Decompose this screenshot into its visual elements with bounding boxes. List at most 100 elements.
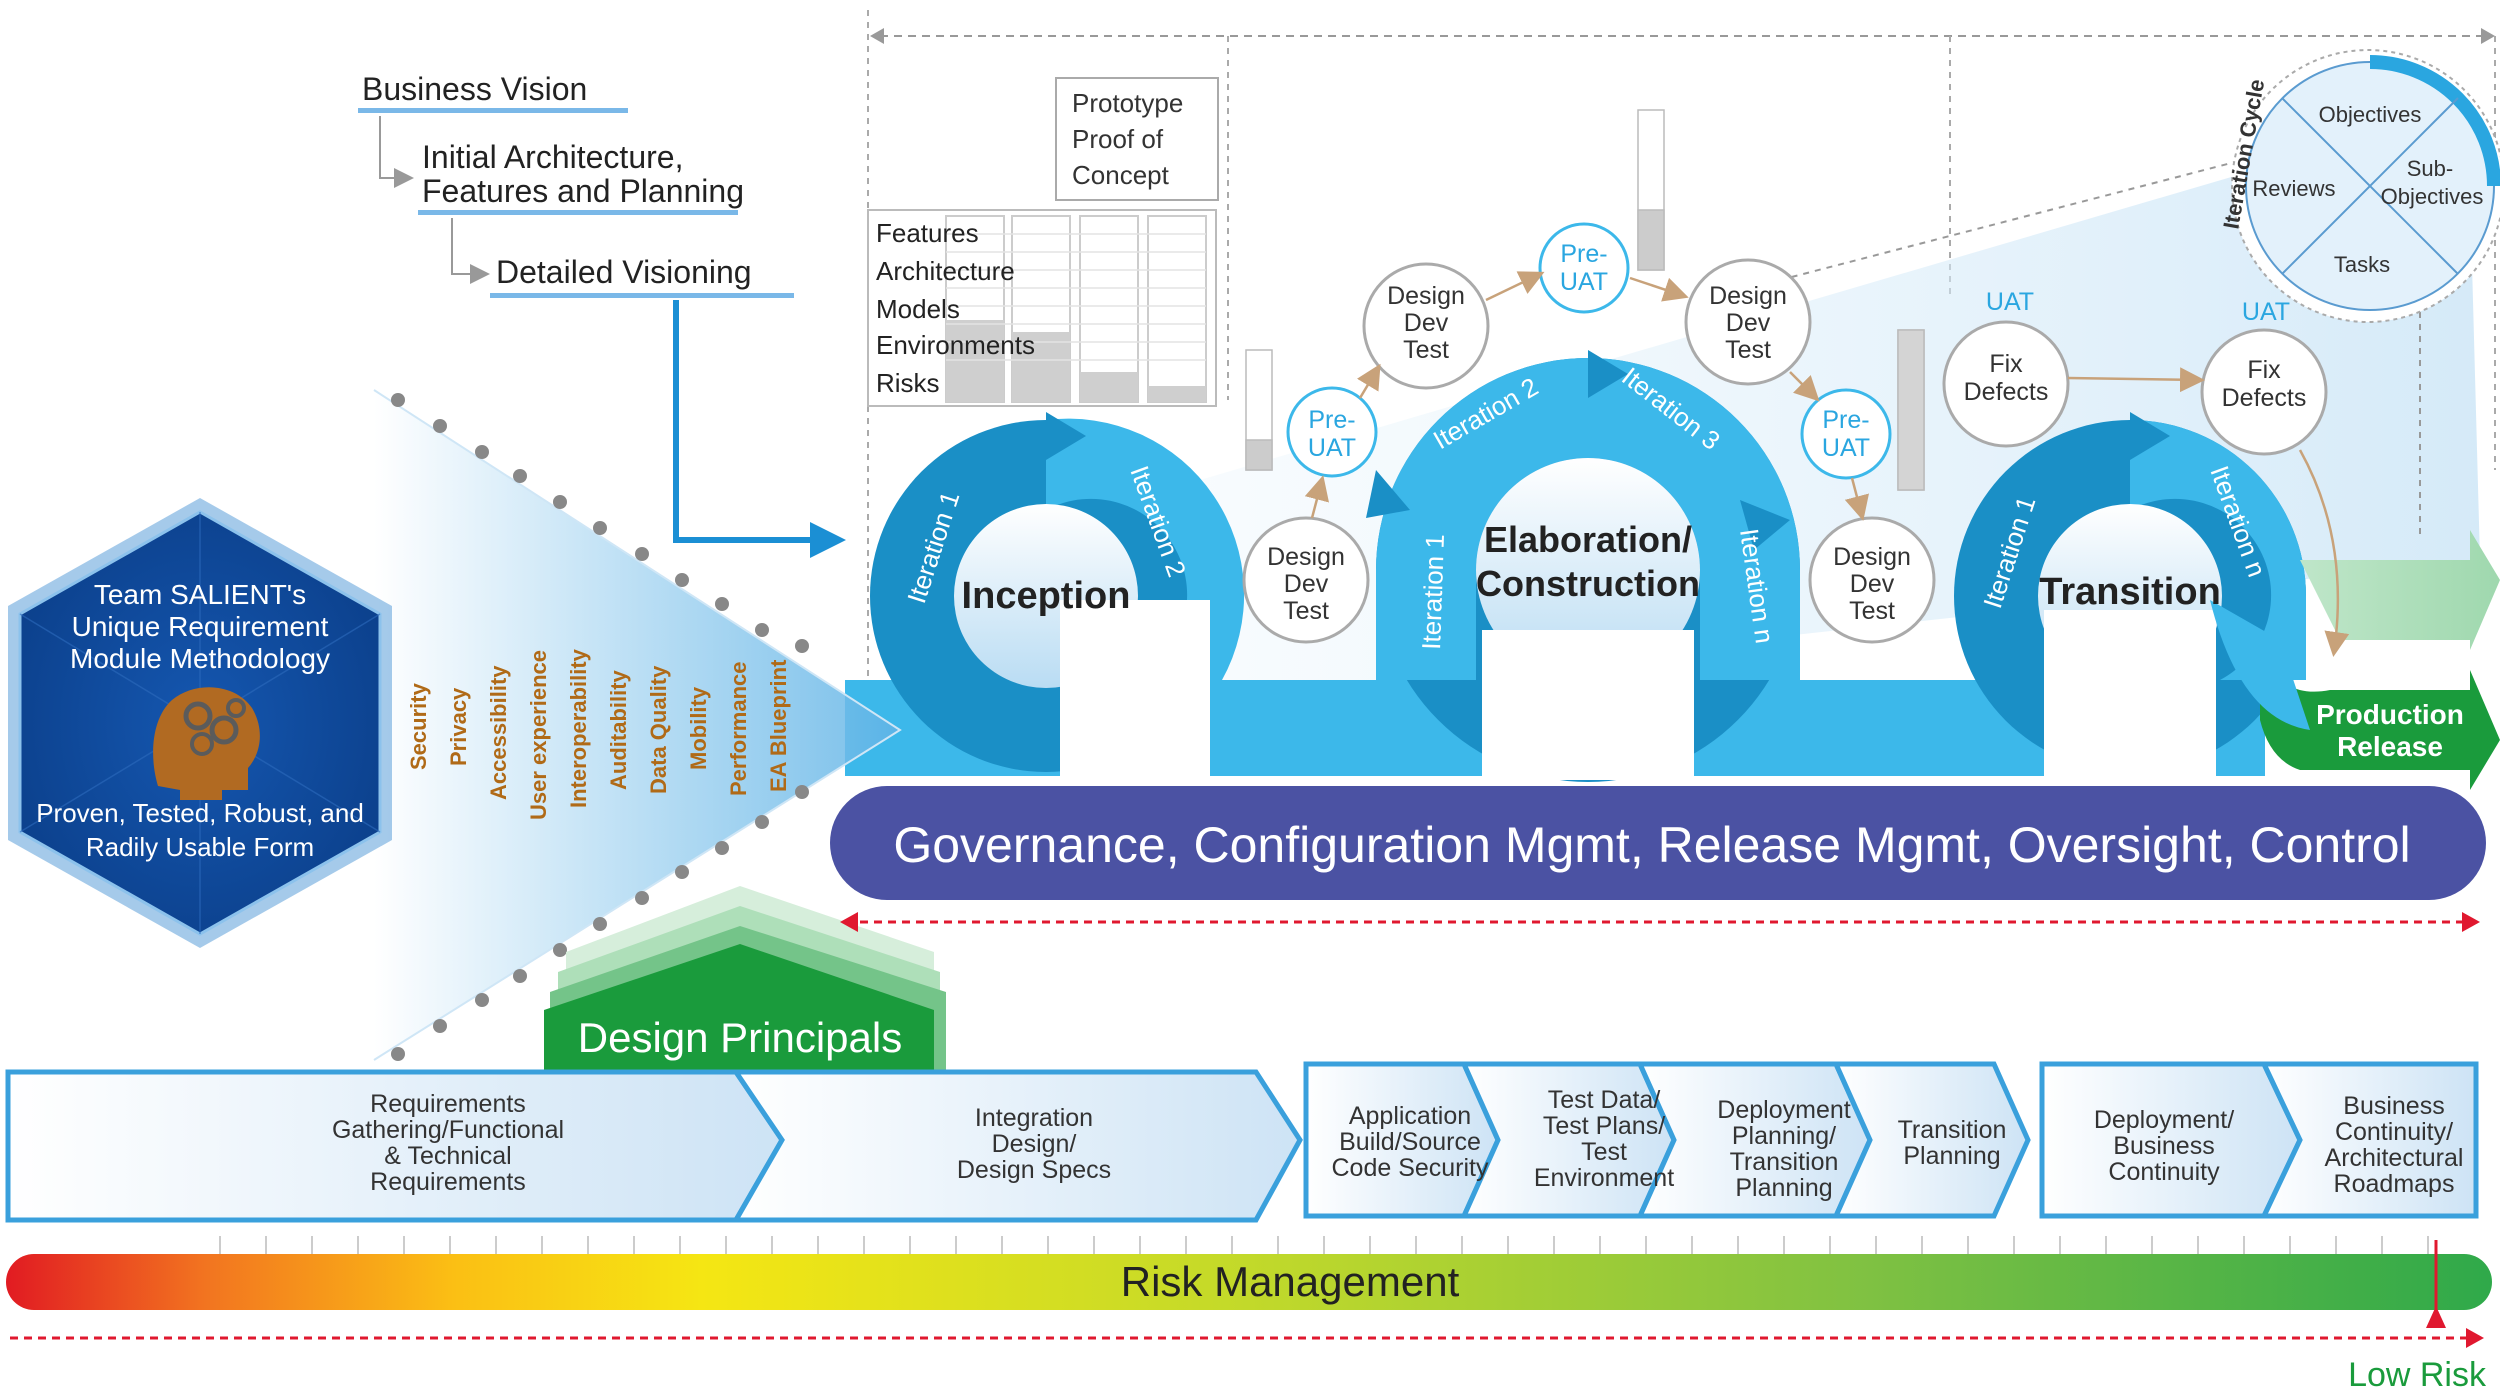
progress-stack-2 [1637,109,1665,271]
svg-text:Module Methodology: Module Methodology [70,643,330,674]
principle-user-experience: User experience [526,650,551,820]
elaboration-core [1476,458,1700,682]
progress-stack-1 [1245,349,1273,471]
svg-text:Transition: Transition [1898,1116,2007,1144]
svg-text:Transition: Transition [1730,1148,1839,1176]
elab-iteration-1: Iteration 1 [1416,534,1450,651]
svg-text:Objectives: Objectives [2381,184,2484,209]
principle-accessibility: Accessibility [486,665,511,800]
svg-text:UAT: UAT [1560,268,1608,296]
governance-bar: Governance, Configuration Mgmt, Release … [830,786,2486,900]
svg-text:Reviews: Reviews [2252,176,2335,201]
principle-auditability: Auditability [606,669,631,790]
progress-stack-3 [1897,329,1925,491]
svg-text:Objectives: Objectives [2319,102,2422,127]
governance-label: Governance, Configuration Mgmt, Release … [893,817,2410,873]
svg-text:Design Specs: Design Specs [957,1156,1111,1184]
step-business-continuity [2260,1061,2479,1219]
step-transition-planning [1832,1061,2031,1219]
svg-text:Unique Requirement: Unique Requirement [72,611,329,642]
principle-interoperability: Interoperability [566,648,591,808]
svg-text:Defects: Defects [2222,384,2307,412]
svg-text:Test Data/: Test Data/ [1548,1086,1661,1114]
svg-text:Business: Business [2343,1092,2444,1120]
svg-text:Dev: Dev [1404,309,1449,337]
brain-head-icon [153,687,260,800]
principle-ea-blueprint: EA Blueprint [766,659,791,792]
svg-text:UAT: UAT [1822,434,1870,462]
svg-text:Dev: Dev [1284,570,1329,598]
svg-text:Test: Test [1283,597,1329,625]
svg-text:Fix: Fix [2247,356,2281,384]
svg-text:Proof of: Proof of [1072,124,1164,154]
svg-text:Fix: Fix [1989,350,2023,378]
principle-performance: Performance [726,661,751,796]
svg-text:Concept: Concept [1072,160,1170,190]
svg-text:Gathering/Functional: Gathering/Functional [332,1116,564,1144]
svg-text:Prototype: Prototype [1072,88,1183,118]
svg-text:Defects: Defects [1964,378,2049,406]
principle-mobility: Mobility [686,686,711,770]
svg-text:Pre-: Pre- [1822,406,1869,434]
svg-text:Test: Test [1849,597,1895,625]
mini-cycles: Design Dev Test Design Dev Test Design D… [1242,222,2350,657]
principle-security: Security [406,682,431,770]
svg-text:Planning: Planning [1735,1174,1832,1202]
svg-text:Integration: Integration [975,1104,1093,1132]
svg-text:Dev: Dev [1726,309,1771,337]
initial-architecture-line-2: Features and Planning [422,173,744,209]
table-row-features: Features [876,218,979,248]
elaboration-label-line-1: Elaboration/ [1484,519,1692,560]
methodology-hexagon: Team SALIENT's Unique Requirement Module… [8,498,392,948]
initial-architecture-line-1: Initial Architecture, [422,139,683,175]
svg-text:Design: Design [1387,282,1465,310]
svg-text:Planning: Planning [1903,1142,2000,1170]
svg-text:Environment: Environment [1534,1164,1674,1192]
svg-text:Test: Test [1403,336,1449,364]
svg-text:Continuity: Continuity [2108,1158,2220,1186]
svg-text:Test Plans/: Test Plans/ [1543,1112,1665,1140]
step-integration [731,1069,1303,1223]
svg-text:Design: Design [1709,282,1787,310]
design-principals-block: Design Principals [544,886,946,1070]
production-release-line-1: Production [2316,699,2464,730]
process-step-labels: Requirements Gathering/Functional & Tech… [332,1086,2464,1202]
elaboration-label-line-2: Construction [1476,563,1700,604]
svg-text:Test: Test [1725,336,1771,364]
svg-text:Pre-: Pre- [1308,406,1355,434]
svg-text:Radily Usable Form: Radily Usable Form [86,832,314,862]
svg-text:Application: Application [1349,1102,1471,1130]
table-row-risks: Risks [876,368,940,398]
svg-text:Architectural: Architectural [2325,1144,2464,1172]
svg-text:& Technical: & Technical [384,1142,511,1170]
svg-text:Tasks: Tasks [2334,252,2390,277]
principle-privacy: Privacy [446,687,471,766]
business-vision-label: Business Vision [362,71,587,107]
table-row-architecture: Architecture [876,256,1015,286]
design-principals-label: Design Principals [578,1014,902,1061]
table-row-environments: Environments [876,330,1035,360]
visioning-cascade: Business Vision Initial Architecture, Fe… [358,71,846,558]
risk-management-label: Risk Management [1121,1258,1460,1305]
svg-text:Deployment/: Deployment/ [2094,1106,2234,1134]
svg-text:Pre-: Pre- [1560,240,1607,268]
planning-table: Features Architecture Models Environment… [867,209,1217,407]
inception-label: Inception [962,575,1131,617]
svg-text:Build/Source: Build/Source [1339,1128,1481,1156]
svg-text:Continuity/: Continuity/ [2335,1118,2453,1146]
svg-text:Requirements: Requirements [370,1090,526,1118]
principle-data-quality: Data Quality [646,665,671,794]
svg-text:Roadmaps: Roadmaps [2334,1170,2455,1198]
governance-span-arrow [840,912,2480,932]
production-release-arrow: Production Release [2210,530,2500,790]
svg-text:Sub-: Sub- [2407,156,2453,181]
svg-text:UAT: UAT [2242,298,2290,326]
svg-text:UAT: UAT [1308,434,1356,462]
table-row-models: Models [876,294,960,324]
risk-management-bar: Risk Management Low Risk [6,1236,2492,1394]
svg-text:Business: Business [2113,1132,2214,1160]
svg-text:UAT: UAT [1986,288,2034,316]
svg-text:Proven, Tested, Robust, and: Proven, Tested, Robust, and [36,798,364,828]
svg-text:Planning/: Planning/ [1732,1122,1836,1150]
svg-text:Design: Design [1267,543,1345,571]
